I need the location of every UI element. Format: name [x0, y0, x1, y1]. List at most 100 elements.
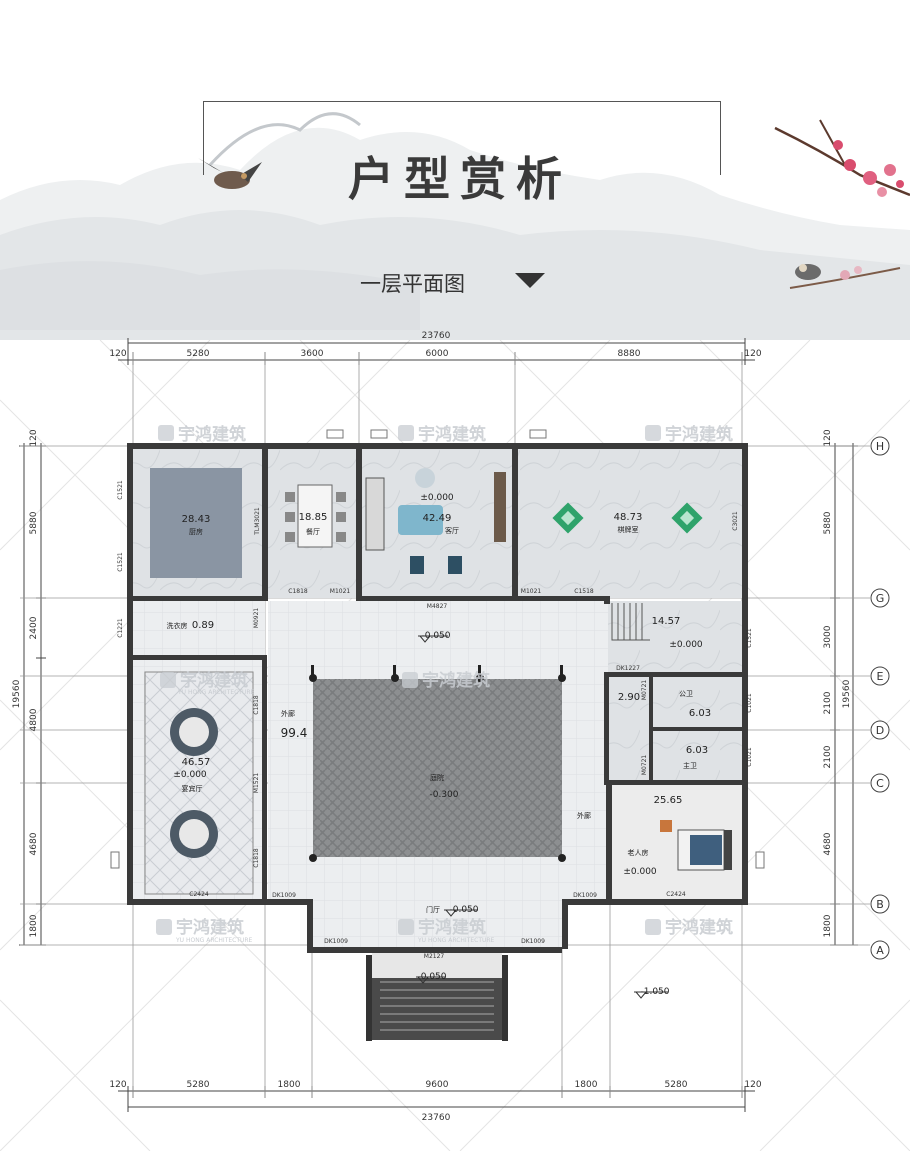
- axis-label-b: B: [876, 898, 884, 911]
- watermark-text: 宇鸿建筑: [418, 424, 486, 445]
- watermark-texts: 宇鸿建筑 宇鸿建筑 宇鸿建筑 宇鸿建筑 宇鸿建筑 宇鸿建筑 宇鸿建筑 宇鸿建筑: [176, 424, 733, 938]
- title-frame: [203, 101, 721, 175]
- code-c1021b: C1021: [746, 747, 753, 767]
- stair-level: ±0.000: [669, 640, 703, 650]
- dim-top-2: 3600: [301, 349, 324, 359]
- code-m1521: M1521: [253, 773, 260, 794]
- dim-right-6: 1800: [823, 914, 833, 937]
- dim-top-1: 5280: [187, 349, 210, 359]
- dim-bottom-1: 5280: [187, 1080, 210, 1090]
- courtyard-name: 庭院: [430, 773, 444, 782]
- code-c1221: C1221: [117, 618, 124, 638]
- code-m0721a: M0721: [641, 680, 648, 701]
- watermark-text: 宇鸿建筑: [422, 670, 490, 691]
- dim-right-1: 5880: [823, 511, 833, 534]
- code-m1021a: M1021: [330, 588, 351, 595]
- dim-top-4: 8880: [618, 349, 641, 359]
- level-markers: [416, 635, 668, 999]
- corridor-w-area: 99.4: [281, 726, 308, 740]
- dim-top-total: 23760: [422, 331, 451, 341]
- living-room-furniture: [365, 468, 506, 574]
- axis-labels: H G E D C B A: [876, 440, 885, 957]
- watermark-marks: [156, 425, 661, 935]
- code-c1521b: C1521: [117, 552, 124, 572]
- room-labels: 28.43 厨房 18.85 餐厅 ±0.000 42.49 客厅 48.73 …: [167, 493, 712, 997]
- entry-stairs: [366, 955, 508, 1041]
- code-m1021b: M1021: [521, 588, 542, 595]
- code-m0921: M0921: [253, 608, 260, 629]
- banquet-area: 46.57: [182, 757, 211, 768]
- axis-label-a: A: [876, 944, 884, 957]
- banquet-name: 宴宾厅: [182, 784, 203, 793]
- dim-bottom-2: 1800: [278, 1080, 301, 1090]
- stair-area: 14.57: [652, 616, 681, 627]
- watermark-text: 宇鸿建筑: [665, 917, 733, 938]
- corridor-e-name: 外廊: [577, 811, 591, 820]
- chess-area: 48.73: [614, 512, 643, 523]
- code-m4827: M4827: [427, 603, 448, 610]
- dim-top-5: 120: [744, 349, 761, 359]
- corridor-w-name: 外廊: [281, 709, 295, 718]
- dim-right-5: 4680: [823, 832, 833, 855]
- dim-bottom-5: 5280: [665, 1080, 688, 1090]
- code-c1521a: C1521: [117, 480, 124, 500]
- elder-name: 老人房: [628, 848, 649, 857]
- living-name: 客厅: [445, 526, 459, 535]
- living-area: 42.49: [423, 513, 452, 524]
- code-tlm3021: TLM3021: [254, 507, 261, 536]
- outside-level: -1.050: [640, 987, 669, 997]
- axis-label-c: C: [876, 777, 884, 790]
- dim-left-2: 2400: [29, 616, 39, 639]
- kitchen-area: 28.43: [182, 514, 211, 525]
- dim-right-3: 2100: [823, 691, 833, 714]
- dim-right-2: 3000: [823, 625, 833, 648]
- watermark-subtexts: YU HONG ARCHITECTURE YU HONG ARCHITECTUR…: [175, 689, 495, 944]
- bird-illustration: [198, 158, 262, 189]
- page-title: 户型赏析: [348, 152, 572, 206]
- living-level: ±0.000: [420, 493, 454, 503]
- code-dk1009a: DK1009: [272, 892, 296, 899]
- dimension-labels-vertical: 120 5880 2400 4800 4680 1800 19560 120 5…: [12, 429, 852, 937]
- code-dk1009d: DK1009: [521, 938, 545, 945]
- banquet-tables: [170, 708, 218, 858]
- component-codes: C1521 C1521 TLM3021 C1818 M1021 M4827 M1…: [117, 480, 753, 960]
- bath-small-area: 2.90: [618, 692, 640, 703]
- foyer-level: -0.050: [449, 905, 478, 915]
- laundry-name: 洗衣房: [167, 621, 188, 630]
- room-floors: [133, 449, 742, 979]
- dim-left-5: 1800: [29, 914, 39, 937]
- dim-right-0: 120: [823, 429, 833, 446]
- code-m2127: M2127: [424, 953, 445, 960]
- bird-illustration-right: [789, 264, 901, 289]
- axis-label-h: H: [876, 440, 884, 453]
- interior-stair: [611, 603, 650, 641]
- code-m0721b: M0721: [641, 755, 648, 776]
- watermark-text: 宇鸿建筑: [665, 424, 733, 445]
- watermark-text: 宇鸿建筑: [176, 917, 244, 938]
- dim-bottom-4: 1800: [575, 1080, 598, 1090]
- dim-left-4: 4680: [29, 832, 39, 855]
- watermark-sub: YU HONG ARCHITECTURE: [175, 937, 253, 944]
- bath-public-name: 公卫: [679, 690, 693, 698]
- dim-bottom-total: 23760: [422, 1113, 451, 1123]
- code-c1818: C1818: [288, 588, 308, 595]
- dim-bottom-6: 120: [744, 1080, 761, 1090]
- code-dk1009b: DK1009: [573, 892, 597, 899]
- code-c1818c: C1818: [253, 848, 260, 868]
- dim-top-0: 120: [109, 349, 126, 359]
- dining-area: 18.85: [299, 512, 328, 523]
- walls: [127, 443, 748, 953]
- dim-right-total: 19560: [842, 679, 852, 708]
- code-c1021a: C1021: [746, 693, 753, 713]
- dim-left-0: 120: [29, 429, 39, 446]
- hall-level: -0.050: [421, 631, 450, 641]
- banquet-level: ±0.000: [173, 770, 207, 780]
- dining-table-furniture: [285, 484, 346, 548]
- axis-label-d: D: [876, 724, 884, 737]
- axis-label-g: G: [876, 592, 885, 605]
- dim-bottom-3: 9600: [426, 1080, 449, 1090]
- plum-blossom-branch: [774, 119, 910, 197]
- code-dk1227: DK1227: [616, 665, 640, 672]
